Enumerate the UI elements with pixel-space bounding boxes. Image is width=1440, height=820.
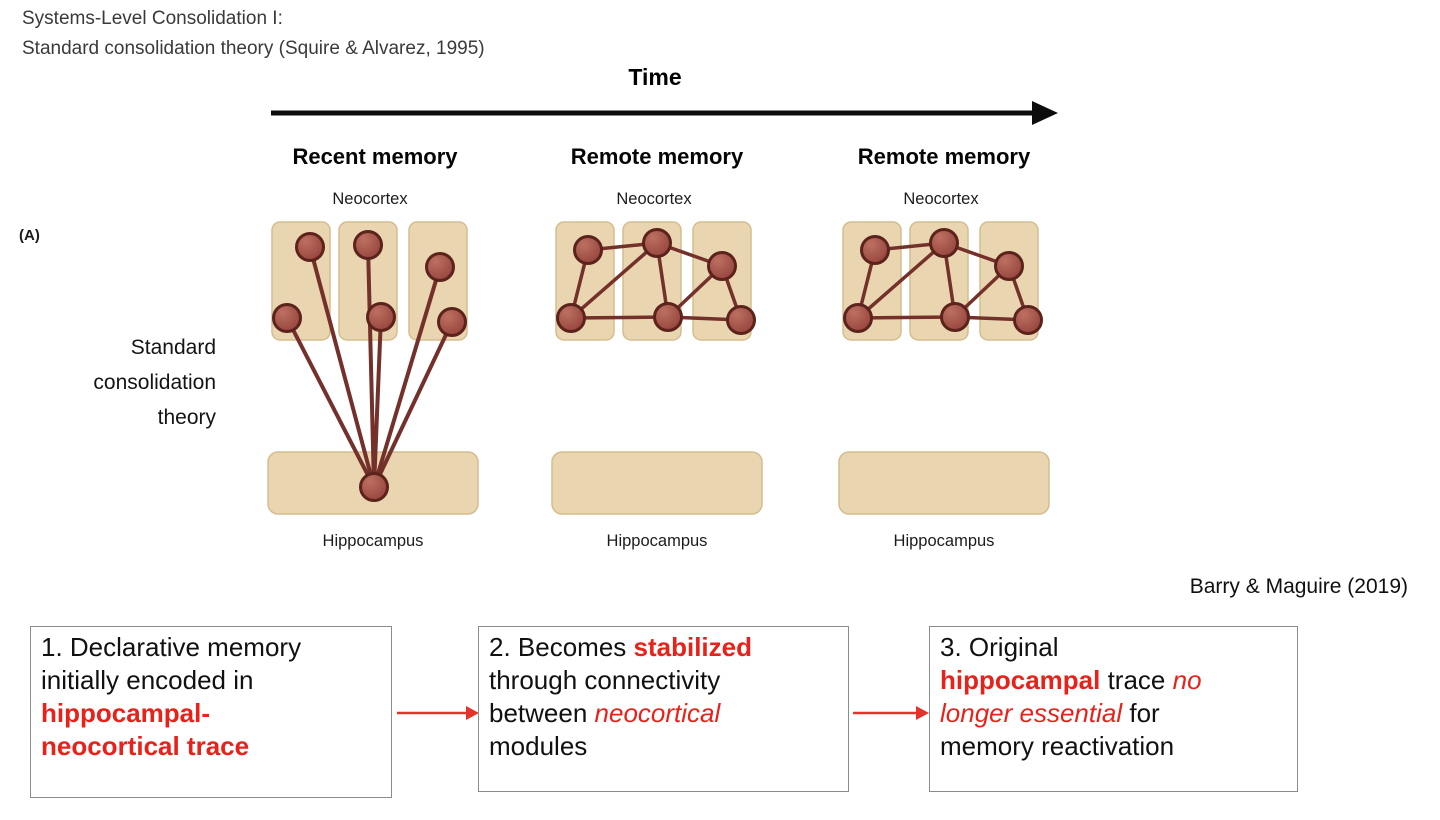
panel1-neocortex-label: Neocortex <box>332 190 408 208</box>
panel3-hippocampus-box <box>838 451 1050 515</box>
theory-side-label: Standard consolidation theory <box>30 330 216 435</box>
panel3-neocortex-label: Neocortex <box>903 190 979 208</box>
theory-side-label-line1: Standard <box>130 336 216 359</box>
panel2-neuron-nodes <box>556 228 756 335</box>
citation: Barry & Maguire (2019) <box>1189 575 1408 598</box>
slide-title: Systems-Level Consolidation I: Standard … <box>22 4 485 64</box>
panel2-neocortex-label: Neocortex <box>616 190 692 208</box>
time-arrow-icon <box>271 101 1058 125</box>
trace-edge <box>569 241 659 320</box>
fan-connection <box>372 266 442 488</box>
panel2-hippocampus-label: Hippocampus <box>607 532 708 550</box>
slide-title-line1: Systems-Level Consolidation I: <box>22 8 283 29</box>
step-arrow-head <box>916 706 929 720</box>
neuron-node <box>653 302 683 332</box>
panel2-hippocampus-box <box>551 451 763 515</box>
neuron-node <box>707 251 737 281</box>
trace-edge <box>857 315 956 320</box>
neuron-node <box>726 305 756 335</box>
panel3-neuron-nodes <box>843 228 1043 335</box>
neuron-node <box>437 307 467 337</box>
time-arrow-head <box>1032 101 1058 125</box>
neuron-node <box>843 303 873 333</box>
fan-connection <box>285 317 376 488</box>
neuron-node <box>994 251 1024 281</box>
step-arrow-head <box>466 706 479 720</box>
trace-edge <box>570 315 669 320</box>
slide-title-line2: Standard consolidation theory (Squire & … <box>22 38 485 59</box>
fan-connection <box>372 321 454 488</box>
panel3-title: Remote memory <box>858 144 1031 169</box>
neuron-node <box>366 302 396 332</box>
neuron-node <box>272 303 302 333</box>
trace-edge <box>856 241 946 320</box>
neuron-node <box>295 232 325 262</box>
neuron-node <box>642 228 672 258</box>
panel3-hippocampus-label: Hippocampus <box>894 532 995 550</box>
theory-side-label-line3: theory <box>157 406 216 429</box>
fan-connection <box>372 316 383 488</box>
hippocampus-node <box>359 472 389 502</box>
neuron-node <box>860 235 890 265</box>
panel1-hippocampus-label: Hippocampus <box>323 532 424 550</box>
panel1-title: Recent memory <box>292 144 458 169</box>
fan-connection <box>366 244 376 488</box>
panel1-hippocampal-fan-connections <box>285 244 454 488</box>
theory-side-label-line2: consolidation <box>93 371 216 394</box>
neuron-node <box>573 235 603 265</box>
neuron-node <box>940 302 970 332</box>
figure-label: (A) <box>19 227 40 244</box>
step-arrow-2-icon <box>853 706 929 720</box>
neuron-node <box>1013 305 1043 335</box>
neuron-node <box>353 230 383 260</box>
neuron-node <box>556 303 586 333</box>
neuron-node <box>425 252 455 282</box>
step-arrow-1-icon <box>397 706 479 720</box>
panel2-title: Remote memory <box>571 144 744 169</box>
panel1-neuron-nodes <box>272 230 467 502</box>
fan-connection <box>308 246 376 488</box>
neuron-node <box>929 228 959 258</box>
time-axis-label: Time <box>628 64 682 90</box>
